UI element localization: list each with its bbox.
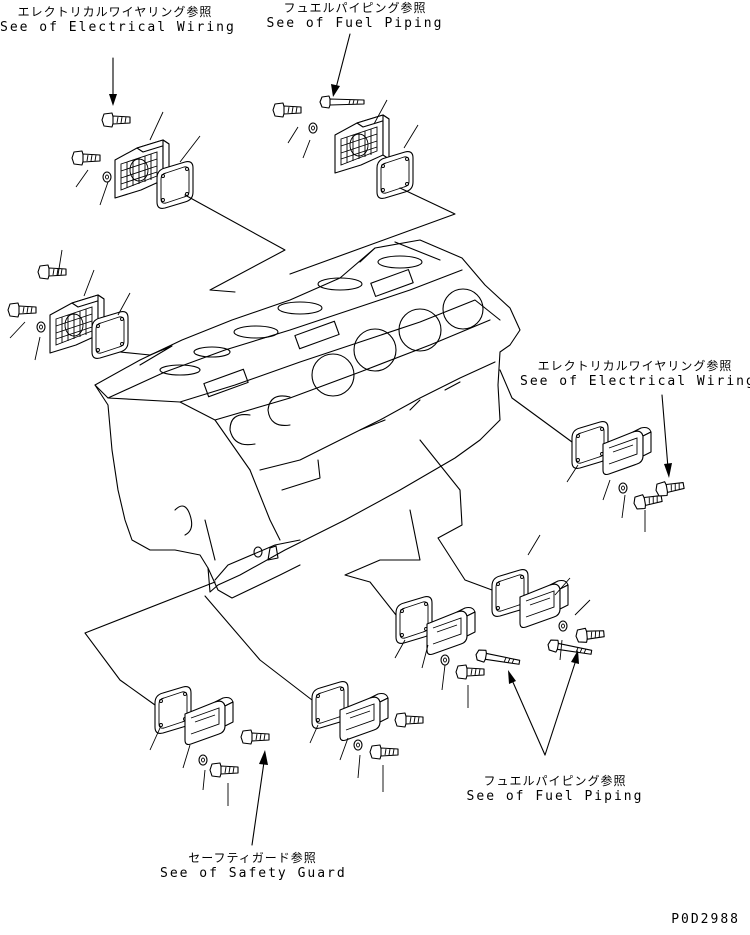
cover-assembly-bottom-left [84,581,270,806]
cover-assembly-upper-left [71,111,286,293]
callout-electrical-wiring-right: エレクトリカルワイヤリング参照 See of Electrical Wiring [520,358,750,390]
reference-arrows [109,33,672,846]
callout-jp-text: セーフティガード参照 [188,851,317,865]
callout-jp-text: エレクトリカルワイヤリング参照 [537,359,733,373]
cover-assembly-bottom-middle-right [344,509,521,708]
cover-assembly-bottom-middle [204,595,424,792]
cover-assembly-right-lower [419,439,606,661]
callout-en-text: See of Electrical Wiring [520,374,750,389]
drawing-number: P0D2988 [671,912,740,927]
engine-block [94,239,521,599]
callout-jp-text: フュエルパイピング参照 [483,774,627,788]
callout-en-text: See of Safety Guard [160,866,347,881]
callout-jp-text: フュエルパイピング参照 [283,1,427,15]
callout-electrical-wiring-top: エレクトリカルワイヤリング参照 See of Electrical Wiring [0,4,236,36]
callout-en-text: See of Electrical Wiring [0,20,236,35]
callout-fuel-piping-bottom: フュエルパイピング参照 See of Fuel Piping [460,773,650,805]
callout-safety-guard: セーフティガード参照 See of Safety Guard [160,850,345,882]
callout-jp-text: エレクトリカルワイヤリング参照 [17,5,213,19]
callout-en-text: See of Fuel Piping [466,789,644,804]
callout-fuel-piping-top: フュエルパイピング参照 See of Fuel Piping [260,0,450,32]
cover-assembly-upper-middle [272,95,456,275]
cover-assembly-right-upper [499,369,686,532]
callout-en-text: See of Fuel Piping [266,16,444,31]
cover-assembly-left [7,249,173,366]
